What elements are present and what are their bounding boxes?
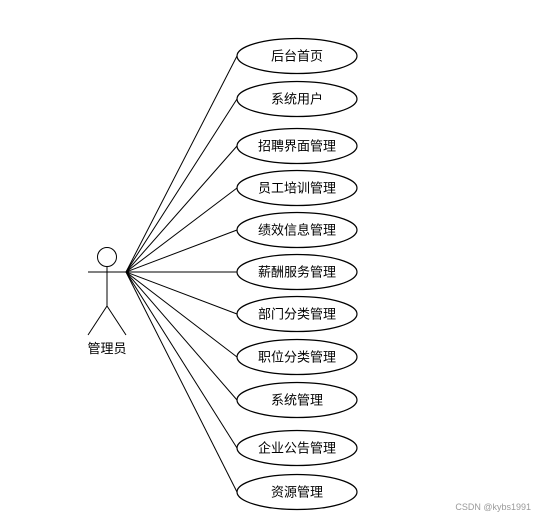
- use-case-employee-training-management: 员工培训管理: [236, 169, 358, 207]
- actor-head: [97, 247, 117, 267]
- actor-administrator: 管理员: [87, 247, 127, 357]
- use-case-ellipse: [236, 211, 358, 249]
- use-case-label: 员工培训管理: [258, 181, 336, 197]
- use-case-label: 薪酬服务管理: [258, 265, 336, 281]
- use-case-label: 招聘界面管理: [258, 140, 336, 155]
- association-line-recruitment-management: [125, 145, 238, 273]
- actor-left-leg: [87, 305, 108, 336]
- association-line-company-announcement-management: [125, 271, 238, 449]
- association-line-position-category-management: [125, 271, 238, 358]
- use-case-resource-management: 资源管理: [236, 473, 358, 511]
- association-line-resource-management: [125, 271, 238, 493]
- use-case-ellipse: [236, 169, 358, 207]
- use-case-ellipse: [236, 295, 358, 333]
- use-case-performance-management: 绩效信息管理: [236, 211, 358, 249]
- use-case-label: 后台首页: [271, 50, 323, 65]
- use-case-position-category-management: 职位分类管理: [236, 338, 358, 376]
- association-line-system-management: [125, 271, 238, 401]
- use-case-system-users: 系统用户: [236, 80, 358, 118]
- use-case-ellipse: [236, 253, 358, 291]
- use-case-ellipse: [236, 473, 358, 511]
- use-case-department-category-management: 部门分类管理: [236, 295, 358, 333]
- use-case-salary-management: 薪酬服务管理: [236, 253, 358, 291]
- use-cases: 后台首页系统用户招聘界面管理员工培训管理绩效信息管理薪酬服务管理部门分类管理职位…: [236, 37, 358, 511]
- use-case-label: 系统管理: [271, 394, 323, 409]
- association-lines: [125, 55, 238, 493]
- use-case-label: 部门分类管理: [258, 308, 336, 323]
- use-case-ellipse: [236, 338, 358, 376]
- use-case-ellipse: [236, 127, 358, 165]
- use-case-label: 绩效信息管理: [258, 223, 336, 239]
- use-case-ellipse: [236, 80, 358, 118]
- actor-label: 管理员: [87, 342, 126, 357]
- use-case-system-management: 系统管理: [236, 381, 358, 419]
- association-line-backend-home: [125, 55, 238, 273]
- use-case-ellipse: [236, 37, 358, 75]
- use-case-ellipse: [236, 381, 358, 419]
- association-line-performance-management: [125, 229, 238, 273]
- use-case-company-announcement-management: 企业公告管理: [236, 429, 358, 467]
- use-case-label: 企业公告管理: [258, 441, 336, 457]
- use-case-label: 资源管理: [271, 486, 323, 501]
- use-case-recruitment-management: 招聘界面管理: [236, 127, 358, 165]
- association-line-system-users: [125, 98, 238, 273]
- use-case-label: 职位分类管理: [258, 351, 336, 366]
- association-line-employee-training-management: [125, 187, 238, 273]
- use-case-backend-home: 后台首页: [236, 37, 358, 75]
- association-line-department-category-management: [125, 271, 238, 315]
- watermark: CSDN @kybs1991: [455, 502, 531, 512]
- use-case-label: 系统用户: [271, 92, 323, 108]
- use-case-ellipse: [236, 429, 358, 467]
- actor-right-leg: [106, 305, 127, 336]
